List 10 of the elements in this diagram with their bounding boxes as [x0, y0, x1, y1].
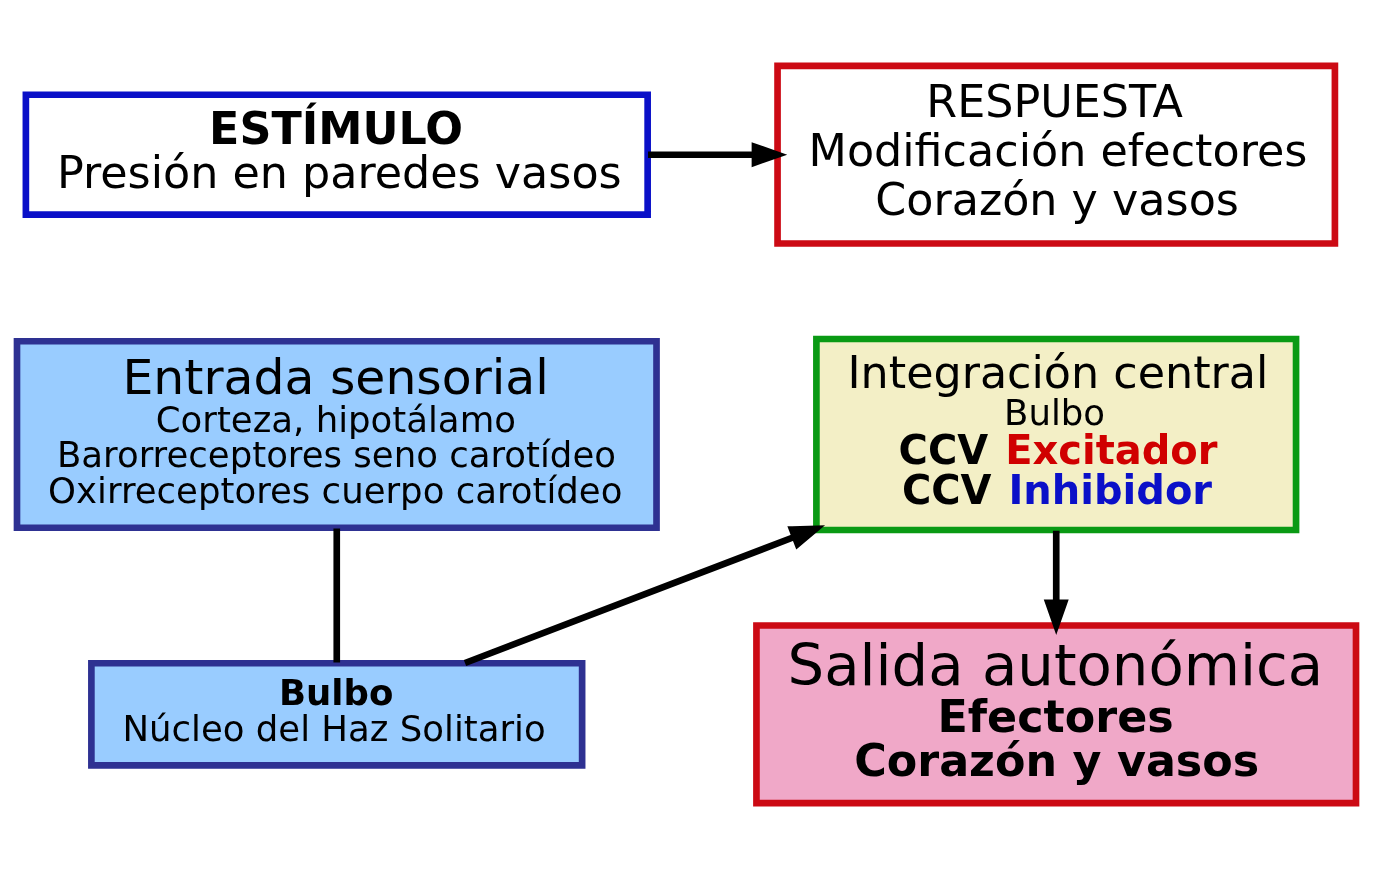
connector — [333, 528, 341, 663]
arrow — [1043, 530, 1069, 636]
node-box: Entrada sensorial Corteza, hipotálamo Barorreceptores seno carotídeo Oxirreceptores cuerpo carotídeo — [13, 337, 660, 532]
arrow — [463, 525, 826, 667]
node-box: ESTÍMULO Presión en paredes vasos — [22, 91, 651, 218]
node-box: Bulbo Núcleo del Haz Solitario — [88, 659, 586, 769]
node-box: Salida autonómica Efectores Corazón y vasos — [753, 622, 1360, 807]
node-box: RESPUESTA Modificación efectores Corazón y vasos — [774, 62, 1339, 247]
node-box: Integración central Bulbo CCV Excitador CCV Inhibidor — [813, 335, 1300, 534]
arrow — [648, 142, 788, 168]
